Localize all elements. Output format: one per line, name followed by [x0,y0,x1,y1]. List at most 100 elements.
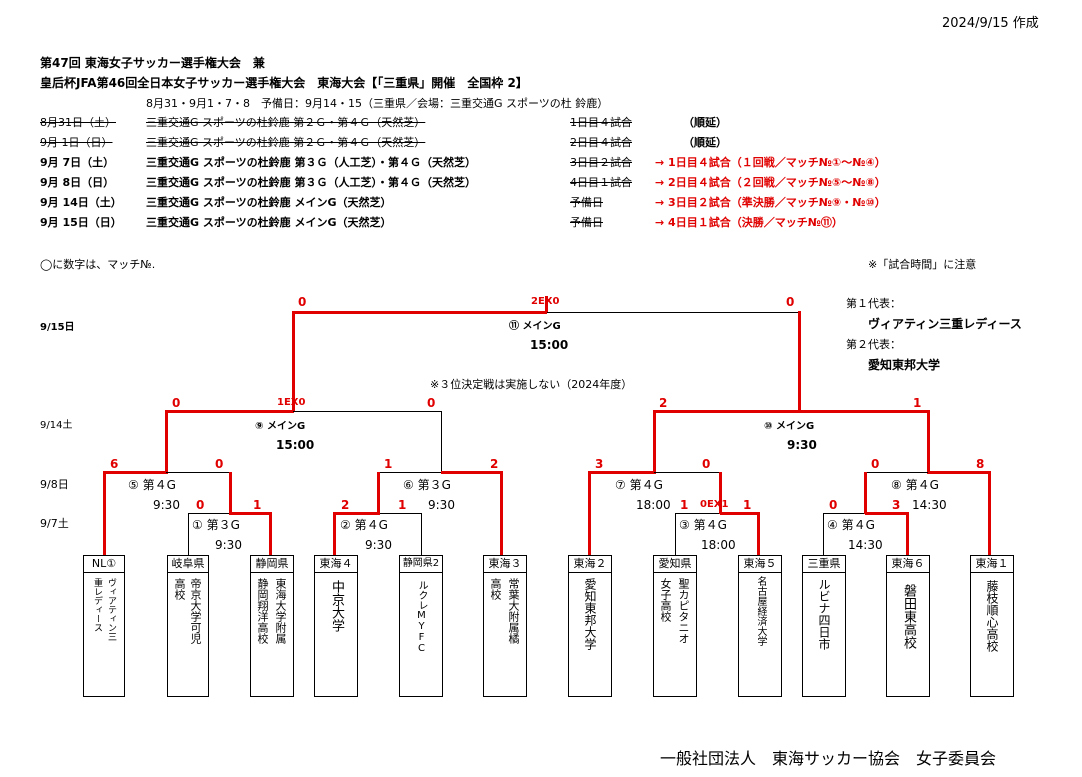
team-name-line: 常葉大附属橘 [507,578,520,644]
schedule-note: （順延） [683,136,727,149]
team-name-line: 重レディース [92,578,102,632]
team-seed: 東海４ [315,556,357,573]
team-seed: 三重県 [803,556,845,573]
score-left: 3 [595,457,604,471]
schedule-venue: 三重交通G スポーツの杜鈴鹿 第３Ｇ（人工芝）・第４Ｇ（天然芝） [146,176,476,189]
note-right: ※「試合時間」に注意 [868,258,977,271]
team-box-ng: NL① ヴィアティン三 重レディース [83,555,125,697]
score-left: 0 [829,498,838,512]
match-time: 15:00 [276,438,315,452]
score-left: 6 [110,457,119,471]
team-name-line: 静岡翔洋高校 [256,578,269,644]
score-right: 1 [913,396,922,410]
schedule-plan: 2日目４試合 [570,136,632,149]
match-label: ⑧ 第４G [891,478,939,492]
team-seed: 静岡県 [251,556,293,573]
match-time: 9:30 [215,538,242,552]
score-right: 3 [892,498,901,512]
schedule-note: → 3日目２試合（準決勝／マッチ№⑨・№⑩） [655,196,886,209]
round-label-r2: 9/8日 [40,478,69,491]
schedule-plan: 予備日 [570,216,603,229]
score-left: 0 [298,295,307,309]
rep1-label: 第１代表： [846,297,901,310]
score-right: 1 [253,498,262,512]
score-right: 0 [786,295,795,309]
rep2-name: 愛知東邦大学 [868,358,941,372]
match-time: 15:00 [530,338,569,352]
match-label: ⑦ 第４G [615,478,663,492]
team-name-line: 高校 [489,578,502,600]
note-left: ◯に数字は、マッチ№. [40,258,156,271]
match-label: ④ 第４G [827,518,875,532]
match-time: 9:30 [787,438,817,452]
score-right: 0 [702,457,711,471]
round-label-semi: 9/14土 [40,420,73,431]
match-label: ⑪ メインG [509,321,561,332]
schedule-venue: 三重交通G スポーツの杜鈴鹿 メインG（天然芝） [146,216,392,229]
team-seed: 岐阜県 [168,556,208,573]
schedule-note: → 2日目４試合（２回戦／マッチ№⑤～№⑧） [655,176,886,189]
team-name-line: 名古屋経済大学 [755,576,766,646]
match-label: ⑩ メインG [764,421,815,432]
team-box-tokai4: 東海４ 中京大学 [314,555,358,697]
team-box-tokai6: 東海６ 磐田東高校 [886,555,930,697]
schedule-plan: 3日目２試合 [570,156,632,169]
title-line-2: 皇后杯JFA第46回全日本女子サッカー選手権大会 東海大会【「三重県」開催 全国… [40,76,528,90]
schedule-date: 8月31日（土） [40,116,116,129]
team-name-line: 藤枝順心高校 [985,580,999,652]
schedule-date: 9月 8日（日） [40,176,115,189]
score-left: 1 [680,498,689,512]
schedule-plan: 予備日 [570,196,603,209]
schedule-date: 9月 14日（土） [40,196,122,209]
schedule-venue: 三重交通G スポーツの杜鈴鹿 第３Ｇ（人工芝）・第４Ｇ（天然芝） [146,156,476,169]
team-name-line: ルビナ四日市 [817,578,831,650]
match-time: 14:30 [848,538,883,552]
match-label: ⑤ 第４G [128,478,176,492]
team-seed: 愛知県 [654,556,696,573]
match-time: 18:00 [701,538,736,552]
footer-organization: 一般社団法人 東海サッカー協会 女子委員会 [660,749,997,768]
score-left: 1 [384,457,393,471]
extra-time-score: 2EX0 [531,296,560,307]
team-seed: 東海５ [739,556,781,573]
team-name-line: 聖カピタニオ [677,578,690,644]
score-left: 2 [659,396,668,410]
team-name-line: 高校 [173,578,186,600]
extra-time-score: 1EX0 [277,397,306,408]
team-name-line: ルクレMYFC [416,580,427,654]
team-box-tokai5: 東海５ 名古屋経済大学 [738,555,782,697]
score-left: 0 [196,498,205,512]
schedule-date: 9月 15日（日） [40,216,122,229]
match-time: 14:30 [912,498,947,512]
schedule-plan: 1日目４試合 [570,116,632,129]
team-box-tokai3: 東海３ 常葉大附属橘 高校 [483,555,527,697]
score-right: 1 [743,498,752,512]
round-label-r1: 9/7土 [40,517,69,530]
schedule-plan: 4日目１試合 [570,176,632,189]
match-time: 9:30 [428,498,455,512]
schedule-venue: 三重交通G スポーツの杜鈴鹿 メインG（天然芝） [146,196,392,209]
team-name-line: 中京大学 [329,580,344,632]
match-label: ① 第３G [192,518,240,532]
team-box-gifu: 岐阜県 帝京大学可児 高校 [167,555,209,697]
score-left: 0 [871,457,880,471]
match-label: ⑥ 第３G [403,478,451,492]
team-seed: 東海２ [569,556,611,573]
team-box-tokai1: 東海１ 藤枝順心高校 [970,555,1014,697]
team-box-mie: 三重県 ルビナ四日市 [802,555,846,697]
team-name-line: 磐田東高校 [901,584,916,649]
team-name-line: 女子高校 [659,578,672,622]
team-box-aichi: 愛知県 聖カピタニオ 女子高校 [653,555,697,697]
team-name-line: 東海大学附属 [274,578,287,644]
team-name-line: ヴィアティン三 [106,578,116,641]
score-right: 0 [215,457,224,471]
match-time: 18:00 [636,498,671,512]
score-right: 2 [490,457,499,471]
match-time: 9:30 [365,538,392,552]
dates-line: 8月31・9月1・7・8 予備日：9月14・15（三重県／会場：三重交通G スポ… [146,97,609,110]
team-seed: 東海６ [887,556,929,573]
team-seed: NL① [84,556,124,573]
team-seed: 東海１ [971,556,1013,573]
match-time: 9:30 [153,498,180,512]
